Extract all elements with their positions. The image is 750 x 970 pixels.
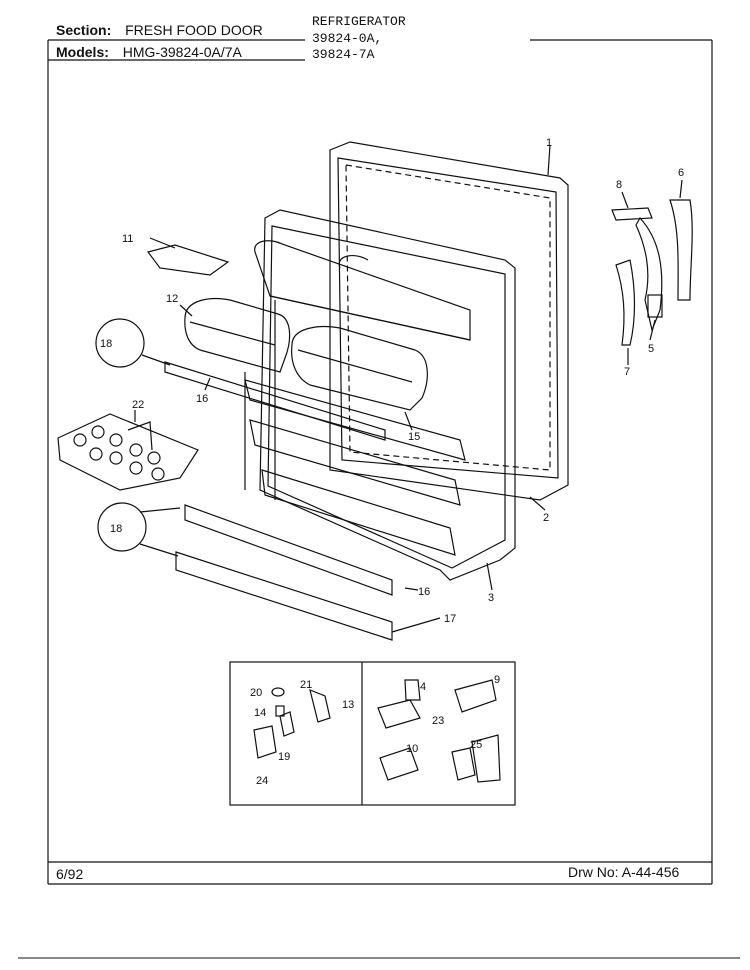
callout-6: 6 <box>678 167 684 179</box>
section-label: Section: <box>56 22 112 38</box>
callout-16-lower: 16 <box>418 586 430 598</box>
models-line: Models: HMG-39824-0A/7A <box>56 44 242 60</box>
callout-19: 19 <box>278 751 290 763</box>
end-cap-detail-lower <box>97 502 147 552</box>
callout-3: 3 <box>488 592 494 604</box>
shelf-bar-lower-16 <box>184 504 393 596</box>
callout-4: 4 <box>420 681 426 693</box>
callout-22: 22 <box>132 399 144 411</box>
butter-shelf-part <box>146 244 230 276</box>
revision-date: 6/92 <box>56 866 84 882</box>
end-cap-detail-upper <box>95 318 145 368</box>
callout-1: 1 <box>546 137 552 149</box>
callout-7: 7 <box>624 366 630 378</box>
callout-5: 5 <box>648 343 654 355</box>
callout-10: 10 <box>406 743 418 755</box>
detail-box <box>229 661 516 806</box>
callout-12: 12 <box>166 293 178 305</box>
section-line: Section: FRESH FOOD DOOR <box>56 22 263 38</box>
callout-24: 24 <box>256 775 268 787</box>
product-title: REFRIGERATOR <box>312 14 406 29</box>
drawing-number: A-44-456 <box>621 864 680 880</box>
models-label: Models: <box>56 44 109 60</box>
callout-8: 8 <box>616 179 622 191</box>
callout-9: 9 <box>494 674 500 686</box>
dairy-door-15 <box>291 325 428 411</box>
callout-13: 13 <box>342 699 354 711</box>
callout-21: 21 <box>300 679 312 691</box>
egg-tray-part <box>57 413 199 491</box>
callout-23: 23 <box>432 715 444 727</box>
door-gasket-part <box>329 141 569 501</box>
callout-17: 17 <box>444 613 456 625</box>
callout-15: 15 <box>408 431 420 443</box>
hinge-parts <box>611 199 693 346</box>
door-liner-part <box>244 209 516 581</box>
callout-2: 2 <box>543 512 549 524</box>
callout-16-upper: 16 <box>196 393 208 405</box>
shelf-bar-17 <box>175 551 393 641</box>
model-number-1: 39824-0A, <box>312 31 383 46</box>
drawing-number-line: Drw No: A-44-456 <box>568 864 679 880</box>
callout-14: 14 <box>254 707 266 719</box>
shelf-bar-upper <box>164 361 386 441</box>
callout-18-upper: 18 <box>100 338 112 350</box>
callout-labels: 1 2 3 4 5 6 7 8 9 10 11 12 13 14 15 16 1… <box>100 137 684 787</box>
drawing-label: Drw No: <box>568 864 619 880</box>
models-value: HMG-39824-0A/7A <box>122 44 242 60</box>
callout-25: 25 <box>470 739 482 751</box>
callout-11: 11 <box>122 233 133 245</box>
callout-20: 20 <box>250 687 262 699</box>
model-number-2: 39824-7A <box>312 47 375 62</box>
dairy-door-12 <box>184 297 291 373</box>
callout-18-lower: 18 <box>110 523 122 535</box>
section-value: FRESH FOOD DOOR <box>125 22 263 38</box>
